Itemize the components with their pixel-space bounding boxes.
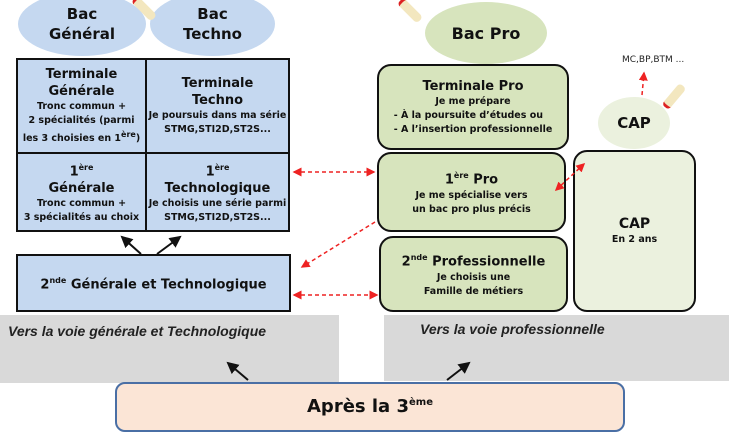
- passerelle-cap: [554, 162, 586, 192]
- arrow-cap-further: [638, 71, 648, 96]
- path-pro-label: Vers la voie professionnelle: [384, 315, 729, 381]
- path-general-label: Vers la voie générale et Technologique: [0, 315, 339, 383]
- arrows-layer: [120, 71, 648, 381]
- cap-box: CAP En 2 ans: [573, 150, 696, 312]
- arrow-to-premiere-generale: [120, 235, 142, 255]
- terminale-pro-box: Terminale Pro Je me prépare- À la poursu…: [377, 64, 569, 150]
- arrow-to-premiere-techno: [156, 235, 182, 255]
- black-arrows: [120, 235, 471, 381]
- passerelle-premiere-pro-to-seconde-gt: [300, 221, 376, 268]
- arrow-to-voie-generale: [226, 361, 249, 381]
- red-dashed-arrows: [292, 71, 648, 300]
- bac-pro-bubble: Bac Pro: [425, 2, 547, 64]
- arrow-to-voie-pro: [446, 361, 471, 381]
- cap-further-studies: MC,BP,BTM ...: [622, 55, 685, 65]
- seconde-gt-box: 2nde Générale et Technologique: [16, 254, 291, 312]
- cap-bubble: CAP: [598, 97, 670, 149]
